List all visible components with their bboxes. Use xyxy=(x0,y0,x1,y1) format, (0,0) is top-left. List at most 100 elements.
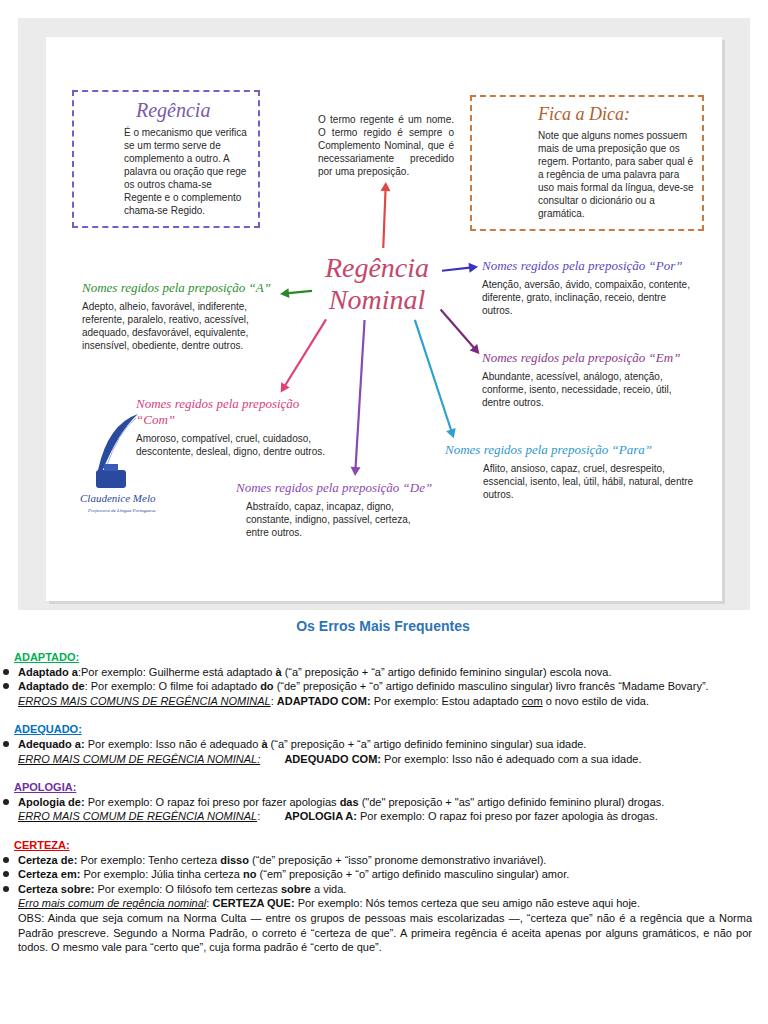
line-fragment: Por exemplo: O filósofo tem certezas xyxy=(98,883,278,895)
line-fragment: sobre xyxy=(281,883,311,895)
line-fragment: ADAPTADO COM: xyxy=(277,695,371,707)
line-fragment: (“a” preposição + “a” artigo definido fe… xyxy=(285,666,612,678)
bullet-line: Adequado a:Por exemplo: Isso não é adequ… xyxy=(14,737,752,752)
line-fragment: ERROS MAIS COMUNS DE REGÊNCIA NOMINAL xyxy=(18,695,271,707)
node-text: Aflito, ansioso, capaz, cruel, desrespei… xyxy=(445,462,695,501)
connector-arrow xyxy=(415,320,456,438)
line-fragment: Por exemplo: Isso não é adequado com a s… xyxy=(384,753,641,765)
node-heading: Nomes regidos pela preposição “Com” xyxy=(136,396,334,428)
line-fragment: o novo estilo de vida. xyxy=(546,695,649,707)
node-heading: Nomes regidos pela preposição “Em” xyxy=(482,350,696,366)
node-text: Abundante, acessível, análogo, atenção, … xyxy=(482,370,696,409)
line-fragment: Apologia de: xyxy=(18,796,85,808)
branch-para: Nomes regidos pela preposição “Para” Afli… xyxy=(445,442,695,501)
section-title: Os Erros Mais Frequentes xyxy=(14,616,752,636)
connector-line xyxy=(355,320,364,470)
arrowhead xyxy=(446,428,456,438)
connector-arrow xyxy=(351,320,365,476)
entry-heading: ADEQUADO: xyxy=(14,722,752,737)
line-fragment: Certeza em: xyxy=(18,868,80,880)
bullet-dot xyxy=(3,871,9,877)
arrowhead xyxy=(469,263,479,273)
node-heading: Nomes regidos pela preposição “A” xyxy=(82,280,276,296)
connector-arrow xyxy=(380,182,390,248)
central-topic: Regência Nominal xyxy=(316,252,438,316)
line-fragment: Por exemplo: O rapaz foi preso por fazer… xyxy=(88,796,337,808)
node-heading: Fica a Dica: xyxy=(538,103,694,125)
line-fragment: disso xyxy=(220,854,249,866)
line-fragment: Por exemplo: Nós temos certeza que seu a… xyxy=(298,897,640,909)
line-fragment: : xyxy=(271,695,274,707)
node-heading: Nomes regidos pela preposição “Por” xyxy=(482,258,696,274)
error-line: ERRO MAIS COMUM DE REGÊNCIA NOMINAL:APOL… xyxy=(14,809,752,824)
signature-subtitle: Professora de Língua Portuguesa xyxy=(88,508,155,513)
bullet-dot xyxy=(3,669,9,675)
branch-a: Nomes regidos pela preposição “A”Adepto,… xyxy=(82,280,276,352)
card xyxy=(46,37,722,601)
line-fragment: (“de” preposição + “isso” pronome demons… xyxy=(252,854,546,866)
line-fragment: Adaptado de xyxy=(18,680,85,692)
connector-line xyxy=(441,309,476,349)
connector-arrow xyxy=(280,288,312,298)
line-fragment: :Por exemplo: Guilherme está adaptado xyxy=(78,666,272,678)
error-line: ERRO MAIS COMUM DE REGÊNCIA NOMINAL: ADEQ… xyxy=(14,752,752,767)
node-heading: Nomes regidos pela preposição “Para” xyxy=(445,442,695,458)
node-text: O termo regente é um nome. O termo regid… xyxy=(318,113,454,178)
line-fragment: ADEQUADO COM: xyxy=(284,753,381,765)
node-heading: Regência xyxy=(136,98,251,122)
arrowhead xyxy=(281,382,290,392)
node-text: Regência Nominal xyxy=(316,252,438,316)
node-text: Abstraído, capaz, incapaz, digno, consta… xyxy=(236,500,434,539)
branch-em: Nomes regidos pela preposição “Em” Abunda… xyxy=(482,350,696,409)
bullet-line: Certeza sobre:Por exemplo: O filósofo te… xyxy=(14,882,752,897)
line-fragment: ERRO MAIS COMUM DE REGÊNCIA NOMINAL: xyxy=(18,753,260,765)
line-fragment: : Por exemplo: O filme foi adaptado xyxy=(85,680,257,692)
image-frame xyxy=(18,18,750,610)
bullet-dot xyxy=(3,799,9,805)
line-fragment: Erro mais comum de regência nominal xyxy=(18,897,206,909)
line-fragment: APOLOGIA A: xyxy=(284,810,357,822)
entry-heading: CERTEZA: xyxy=(14,838,752,853)
line-fragment: Certeza de: xyxy=(18,854,77,866)
bullet-dot xyxy=(3,886,9,892)
entry-heading: APOLOGIA: xyxy=(14,780,752,795)
bullet-line: Apologia de:Por exemplo: O rapaz foi pre… xyxy=(14,795,752,810)
tip-box: Fica a Dica: Note que alguns nomes possue… xyxy=(470,95,704,231)
line-fragment: Adequado a: xyxy=(18,738,85,750)
error-line: Erro mais comum de regência nominal:CERT… xyxy=(14,896,752,911)
bullet-line: Adaptado de: Por exemplo: O filme foi ad… xyxy=(14,679,752,694)
note-paragraph: OBS: Ainda que seja comum na Norma Culta… xyxy=(14,911,752,955)
line-fragment: : xyxy=(206,897,209,909)
connector-line xyxy=(286,291,312,294)
connector-line xyxy=(415,320,452,433)
bullet-line: Certeza em:Por exemplo: Júlia tinha cert… xyxy=(14,867,752,882)
connector-arrow xyxy=(441,309,480,354)
node-text: Note que alguns nomes possuem mais de um… xyxy=(538,129,694,220)
line-fragment: à xyxy=(261,738,267,750)
line-fragment: no xyxy=(243,868,256,880)
connector-line xyxy=(442,267,472,270)
line-fragment: CERTEZA QUE: xyxy=(212,897,294,909)
line-fragment: Por exemplo: Estou adaptado xyxy=(374,695,519,707)
arrowhead xyxy=(470,344,480,354)
document-body: Os Erros Mais FrequentesADAPTADO:Adaptad… xyxy=(14,616,752,955)
line-fragment: : xyxy=(257,810,260,822)
bullet-line: Certeza de:Por exemplo: Tenho certezadis… xyxy=(14,853,752,868)
line-fragment: (“de” preposição + “o” artigo definido m… xyxy=(277,680,709,692)
line-fragment: Por exemplo: Júlia tinha certeza xyxy=(83,868,240,880)
branch-por: Nomes regidos pela preposição “Por” Atenç… xyxy=(482,258,696,317)
node-heading: Nomes regidos pela preposição “De” xyxy=(236,480,434,496)
line-fragment: Adaptado a xyxy=(18,666,78,678)
arrowhead xyxy=(280,288,289,298)
quill-inkwell xyxy=(96,414,138,488)
line-fragment: a vida. xyxy=(314,883,346,895)
arrowhead xyxy=(380,182,390,191)
connector-arrow xyxy=(442,263,478,273)
line-fragment: ("de" preposição + "as" artigo definido … xyxy=(362,796,665,808)
line-fragment: Por exemplo: Tenho certeza xyxy=(80,854,217,866)
line-fragment: Por exemplo: Isso não é adequado xyxy=(88,738,259,750)
line-fragment: do xyxy=(260,680,273,692)
node-text: Atenção, aversão, ávido, compaixão, cont… xyxy=(482,278,696,317)
bullet-dot xyxy=(3,741,9,747)
definition-box: RegênciaÉ o mecanismo que verifica se um… xyxy=(72,90,260,228)
